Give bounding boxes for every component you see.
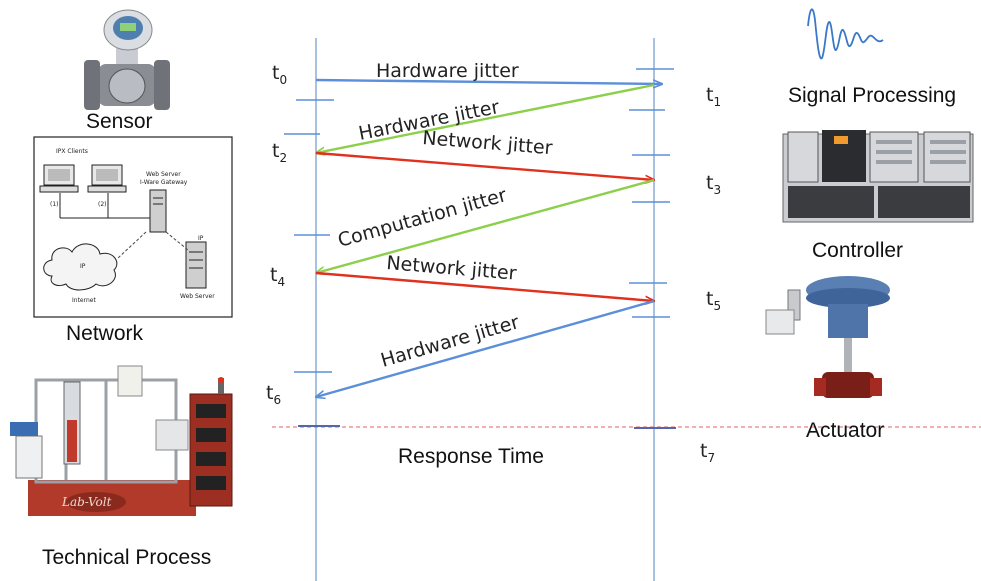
actuator-label: Actuator [806, 419, 885, 442]
net-node1-text: (1) [50, 201, 59, 208]
time-label-t2: t2 [272, 140, 288, 165]
msg-arrow-5 [315, 271, 654, 301]
network-drawing: IPX Clients Web Server I-Ware Gateway (1… [33, 136, 233, 318]
network-label: Network [66, 322, 144, 345]
svg-text:Lab-Volt: Lab-Volt [61, 495, 112, 509]
msg-label-6: Hardware jitter [378, 311, 521, 372]
time-label-t6: t6 [266, 382, 282, 407]
msg-arrow-1 [315, 78, 662, 84]
time-label-t3: t3 [706, 172, 722, 197]
net-cloud-text: IP [80, 263, 86, 270]
time-label-t1: t1 [706, 84, 722, 109]
right-ticks [629, 68, 674, 318]
controller-plc-icon [782, 130, 974, 223]
net-gateway-text: Web Server [146, 171, 181, 178]
response-time-label: Response Time [398, 445, 544, 468]
actuator-valve-icon [765, 276, 890, 398]
signal-processing-label: Signal Processing [788, 84, 957, 107]
msg-arrow-3 [315, 151, 654, 180]
msg-arrow-4 [316, 178, 655, 273]
net-webserver-text: Web Server [180, 293, 215, 300]
net-gateway-text-2: I-Ware Gateway [140, 179, 188, 186]
technical-process-rig-icon: Lab-Volt [10, 365, 233, 516]
signal-waveform-icon [807, 8, 884, 60]
msg-label-4: Computation jitter [335, 184, 509, 252]
left-ticks [284, 99, 334, 373]
time-label-t5: t5 [706, 288, 722, 313]
msg-arrow-6 [316, 299, 655, 397]
net-clients-text: IPX Clients [56, 148, 88, 155]
net-node2-text: (2) [98, 201, 107, 208]
controller-label: Controller [812, 239, 904, 262]
msg-label-1: Hardware jitter [376, 60, 519, 82]
sensor-label: Sensor [86, 110, 153, 133]
net-internet-text: Internet [72, 297, 96, 304]
msg-label-3: Network jitter [422, 127, 554, 159]
time-label-t7: t7 [700, 440, 716, 465]
technical-process-label: Technical Process [42, 546, 212, 569]
time-label-t4: t4 [270, 264, 286, 289]
sensor-device-icon [84, 9, 170, 110]
time-label-t0: t0 [272, 62, 288, 87]
net-ip-text: IP [198, 235, 204, 242]
msg-arrow-2 [316, 83, 655, 153]
